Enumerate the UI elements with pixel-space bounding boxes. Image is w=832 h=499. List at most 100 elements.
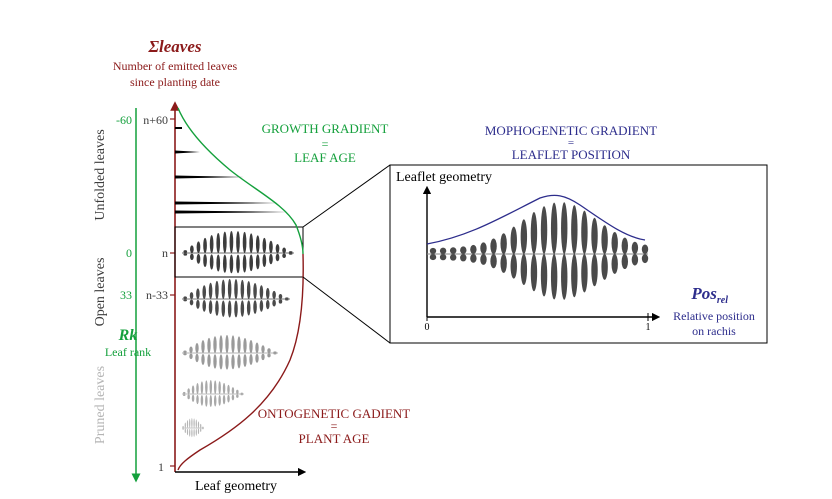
pruned-leaf-leaflet xyxy=(219,335,223,353)
inset-leaflet-lower xyxy=(490,254,497,269)
inset-leaflet-lower xyxy=(540,254,548,297)
pruned-leaf-leaflet xyxy=(261,353,265,361)
inset-leaflet-upper xyxy=(520,219,528,254)
morphogenetic-gradient-line1: MOPHOGENETIC GRADIENT xyxy=(485,123,657,138)
inset-leaflet-lower xyxy=(641,253,649,264)
pruned-leaf-leaflet xyxy=(200,428,202,432)
pruned-leaf-leaflet xyxy=(187,388,190,395)
inset-leaflet-upper xyxy=(500,233,507,254)
unfolded-leaf-spike xyxy=(175,150,200,154)
pruned-leaf-leaflet xyxy=(191,385,195,394)
pruned-leaf-leaflet xyxy=(231,394,235,401)
pruned-leaf-leaflet xyxy=(184,428,186,433)
leaf-n-leaflet xyxy=(209,254,214,270)
inset-leaflet-upper xyxy=(621,237,629,254)
inset-leaflet-upper xyxy=(571,205,578,254)
inset-leaflet-upper xyxy=(490,238,497,255)
pruned-leaf-leaflet xyxy=(261,345,265,353)
pruned-leaf-leaflet xyxy=(240,394,244,396)
pruned-leaf-leaflet xyxy=(255,342,259,353)
inset-leaflet-lower xyxy=(470,254,477,263)
pruned-leaf-leaflet xyxy=(213,336,217,353)
pruned-leaf-leaflet xyxy=(191,418,193,428)
leaf-n-leaflet xyxy=(249,254,254,272)
pruned-leaf-leaflet xyxy=(255,353,259,363)
leaf-n33-leaflet xyxy=(272,290,276,299)
inset-leaflet-upper xyxy=(641,244,649,254)
inset-leaflet-lower xyxy=(510,254,517,279)
leaf-tick-1: 1 xyxy=(158,460,164,474)
leaf-n-leaflet xyxy=(282,247,286,253)
inset-leaflet-upper xyxy=(449,247,457,254)
leaf-tick-n: n xyxy=(162,246,168,260)
unfolded-leaf-spike xyxy=(175,201,278,205)
inset-leaflet-lower xyxy=(611,254,618,274)
growth-gradient-line1: GROWTH GRADIENT xyxy=(262,121,389,136)
leaf-geometry-label: Leaf geometry xyxy=(195,479,277,494)
ontogenetic-gradient-line2: = xyxy=(331,419,338,433)
leaf-n-leaflet xyxy=(269,253,273,265)
inset-leaflet-lower xyxy=(591,254,598,287)
pruned-leaf-leaflet xyxy=(213,354,217,369)
inset-leaflet-upper xyxy=(540,206,548,254)
ontogenetic-gradient-curve xyxy=(177,253,304,471)
leaf-n33-leaflet xyxy=(246,281,251,299)
leaf-n33-leaflet xyxy=(202,285,207,300)
pruned-leaf-leaflet xyxy=(225,335,229,353)
leaf-n33-leaflet xyxy=(265,299,270,310)
pruned-leaf-leaflet xyxy=(193,428,195,437)
inset-y-label: Leaflet geometry xyxy=(396,170,492,185)
pruned-leaf-leaflet xyxy=(267,353,271,358)
pruned-leaf-leaflet xyxy=(231,387,235,394)
leaf-n33-leaflet xyxy=(208,300,213,315)
sum-leaves-line2: since planting date xyxy=(130,75,220,89)
leaf-n33-leaflet xyxy=(215,280,219,299)
pruned-leaf-leaflet xyxy=(196,394,199,405)
inset-leaflet-lower xyxy=(439,254,447,261)
morphogenetic-envelope xyxy=(426,194,646,245)
pruned-leaf-leaflet xyxy=(186,420,189,428)
pruned-leaf-leaflet xyxy=(197,428,200,435)
leaf-n33-leaflet xyxy=(234,279,238,299)
pruned-leaf-leaflet xyxy=(205,380,208,394)
leaf-n-leaflet xyxy=(282,253,286,259)
leaf-n33-leaflet xyxy=(208,282,213,299)
leaf-n-leaflet xyxy=(190,253,194,261)
inset-leaflet-upper xyxy=(530,212,538,254)
leaf-n33-leaflet xyxy=(183,296,187,300)
inset-leaflet-upper xyxy=(439,247,447,255)
leaf-n-leaflet xyxy=(255,254,260,270)
leaf-n-leaflet xyxy=(269,240,273,253)
leaf-n33-leaflet xyxy=(183,299,187,302)
pruned-leaf-leaflet xyxy=(191,428,193,438)
leaf-n-leaflet xyxy=(275,244,280,253)
inset-leaflet-lower xyxy=(480,254,487,265)
pruned-leaf-leaflet xyxy=(183,353,187,356)
pruned-leaf-leaflet xyxy=(209,395,213,407)
zoom-connector-top xyxy=(302,164,391,228)
pruned-leaf-leaflet xyxy=(267,348,271,353)
pruned-leaf-leaflet xyxy=(213,380,217,394)
pruned-leaf-leaflet xyxy=(195,428,197,436)
pos-rel-main: Pos xyxy=(690,284,717,303)
pos-rel-line2: on rachis xyxy=(692,324,736,338)
pruned-leaf-leaflet xyxy=(213,395,217,407)
leaf-n-leaflet xyxy=(262,254,267,268)
leaf-n33-leaflet xyxy=(278,294,283,300)
unfolded-leaf-spike xyxy=(175,210,288,214)
leaf-n-leaflet xyxy=(190,245,194,254)
rank-tick-33: 33 xyxy=(120,288,132,302)
pruned-leaf-leaflet xyxy=(209,380,213,394)
pruned-leaf-leaflet xyxy=(182,428,184,430)
pruned-leaf-leaflet xyxy=(236,389,239,394)
unfolded-leaves-label: Unfolded leaves xyxy=(93,129,108,220)
open-leaves-label: Open leaves xyxy=(93,258,108,327)
pruned-leaves-label: Pruned leaves xyxy=(93,366,108,444)
pruned-leaf-leaflet xyxy=(273,353,277,355)
leaf-n33-leaflet xyxy=(259,285,264,299)
leaf-n-leaflet xyxy=(222,254,227,273)
pruned-leaf-leaflet xyxy=(243,354,247,367)
inset-leaflet-upper xyxy=(611,232,618,255)
inset-leaflet-upper xyxy=(561,202,568,255)
pruned-leaf-leaflet xyxy=(195,342,199,353)
